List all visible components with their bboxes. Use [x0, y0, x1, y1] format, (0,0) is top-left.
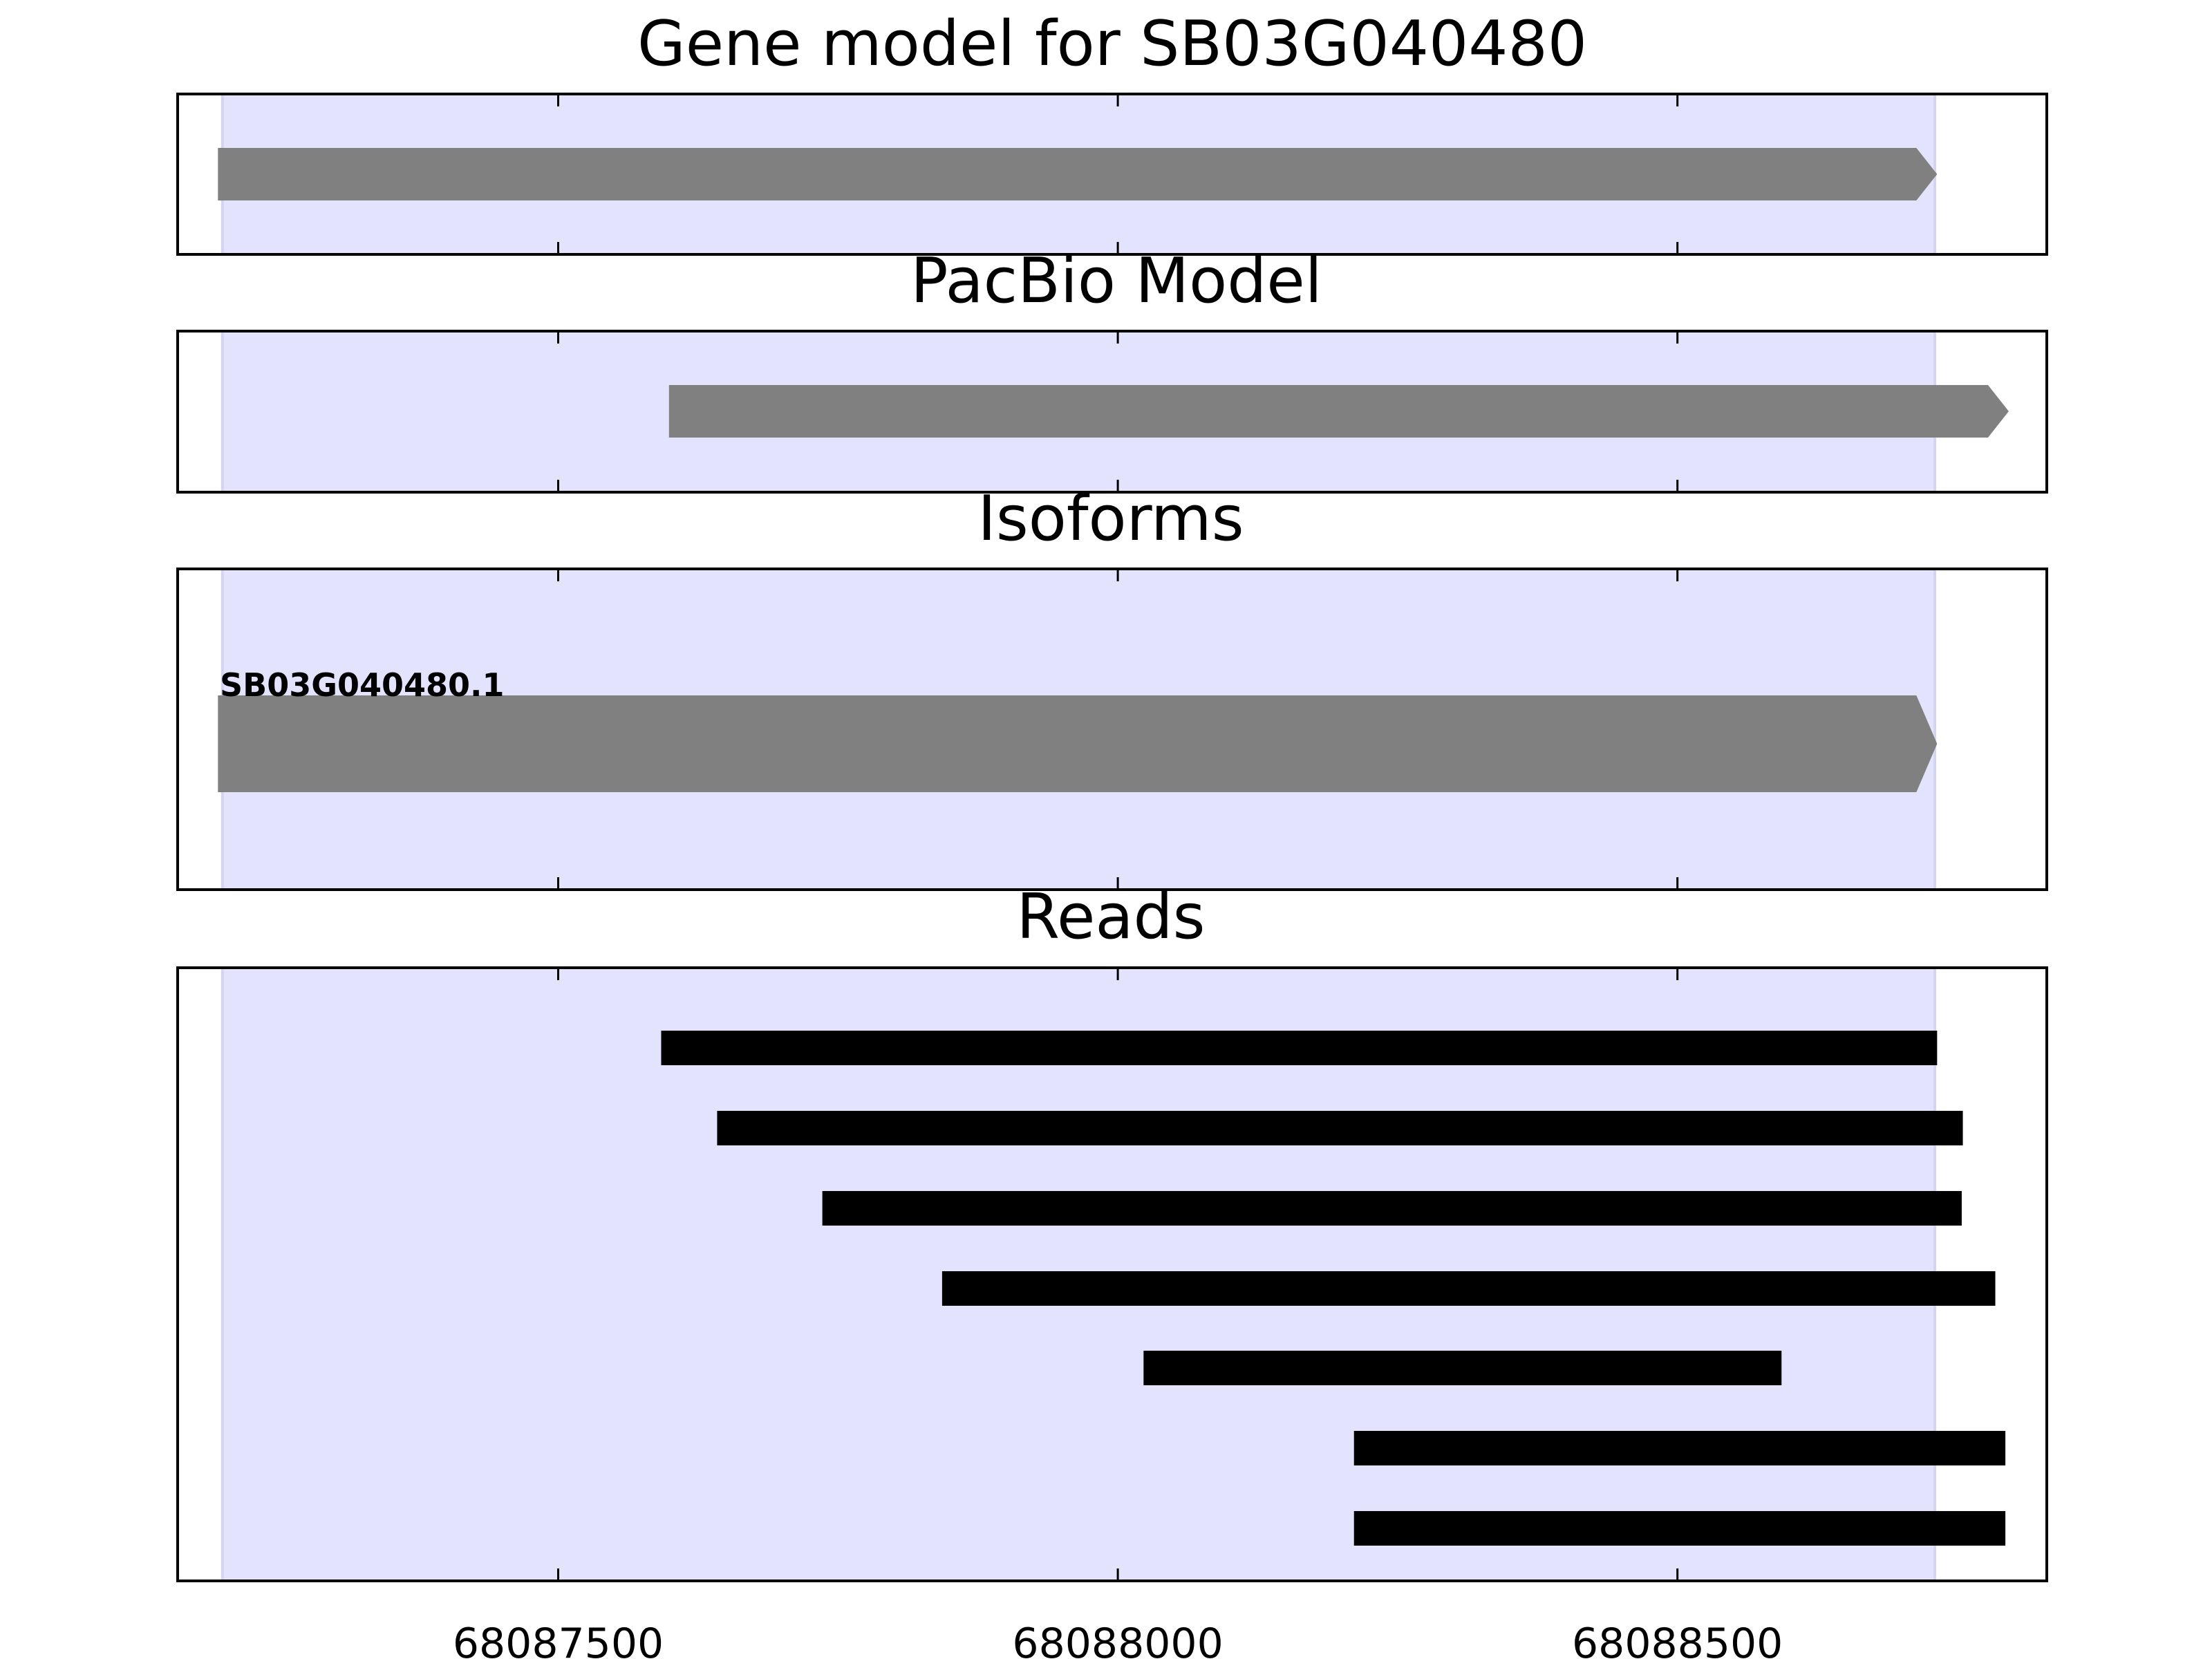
isoforms-ticks: [557, 569, 1679, 890]
reads-panel: Reads: [176, 881, 2048, 1582]
x-tick-label: 68087500: [453, 1620, 664, 1659]
read-bar: [661, 1031, 1938, 1065]
reads-ticks: [557, 968, 1679, 1581]
read-bar: [1353, 1511, 2006, 1546]
isoform-label: SB03G040480.1: [220, 666, 504, 704]
reads-features: [661, 1031, 2006, 1546]
pacbio-model-frame: [176, 330, 2048, 494]
gene-model-features: [218, 148, 1938, 200]
read-bar: [822, 1191, 1962, 1226]
isoforms-features: [218, 695, 1938, 792]
isoforms-panel: Isoforms SB03G040480.1: [176, 482, 2048, 891]
pacbio-model-panel: PacBio Model: [176, 245, 2048, 494]
read-bar: [1353, 1431, 2006, 1465]
x-axis-tick-labels: 68087500 68088000 68088500: [453, 1620, 1783, 1659]
gene-model-title: Gene model for SB03G040480: [637, 8, 1587, 80]
pacbio-model-features: [668, 385, 2009, 438]
read-bar: [941, 1271, 1996, 1306]
gene-model-ticks: [557, 94, 1679, 254]
isoforms-feature-arrow: [218, 695, 1938, 792]
pacbio-feature-arrow: [668, 385, 2009, 438]
read-bar: [1143, 1351, 1782, 1385]
pacbio-model-ticks: [557, 331, 1679, 492]
isoforms-title: Isoforms: [977, 482, 1244, 555]
reads-frame: [176, 966, 2048, 1582]
pacbio-model-title: PacBio Model: [910, 245, 1322, 317]
isoforms-frame: [176, 568, 2048, 891]
gene-model-panel: Gene model for SB03G040480: [176, 8, 2048, 256]
gene-model-frame: [176, 93, 2048, 256]
read-bar: [717, 1111, 1963, 1145]
reads-title: Reads: [1016, 881, 1205, 953]
gene-feature-arrow: [218, 148, 1938, 200]
x-tick-label: 68088500: [1572, 1620, 1783, 1659]
x-tick-label: 68088000: [1012, 1620, 1223, 1659]
